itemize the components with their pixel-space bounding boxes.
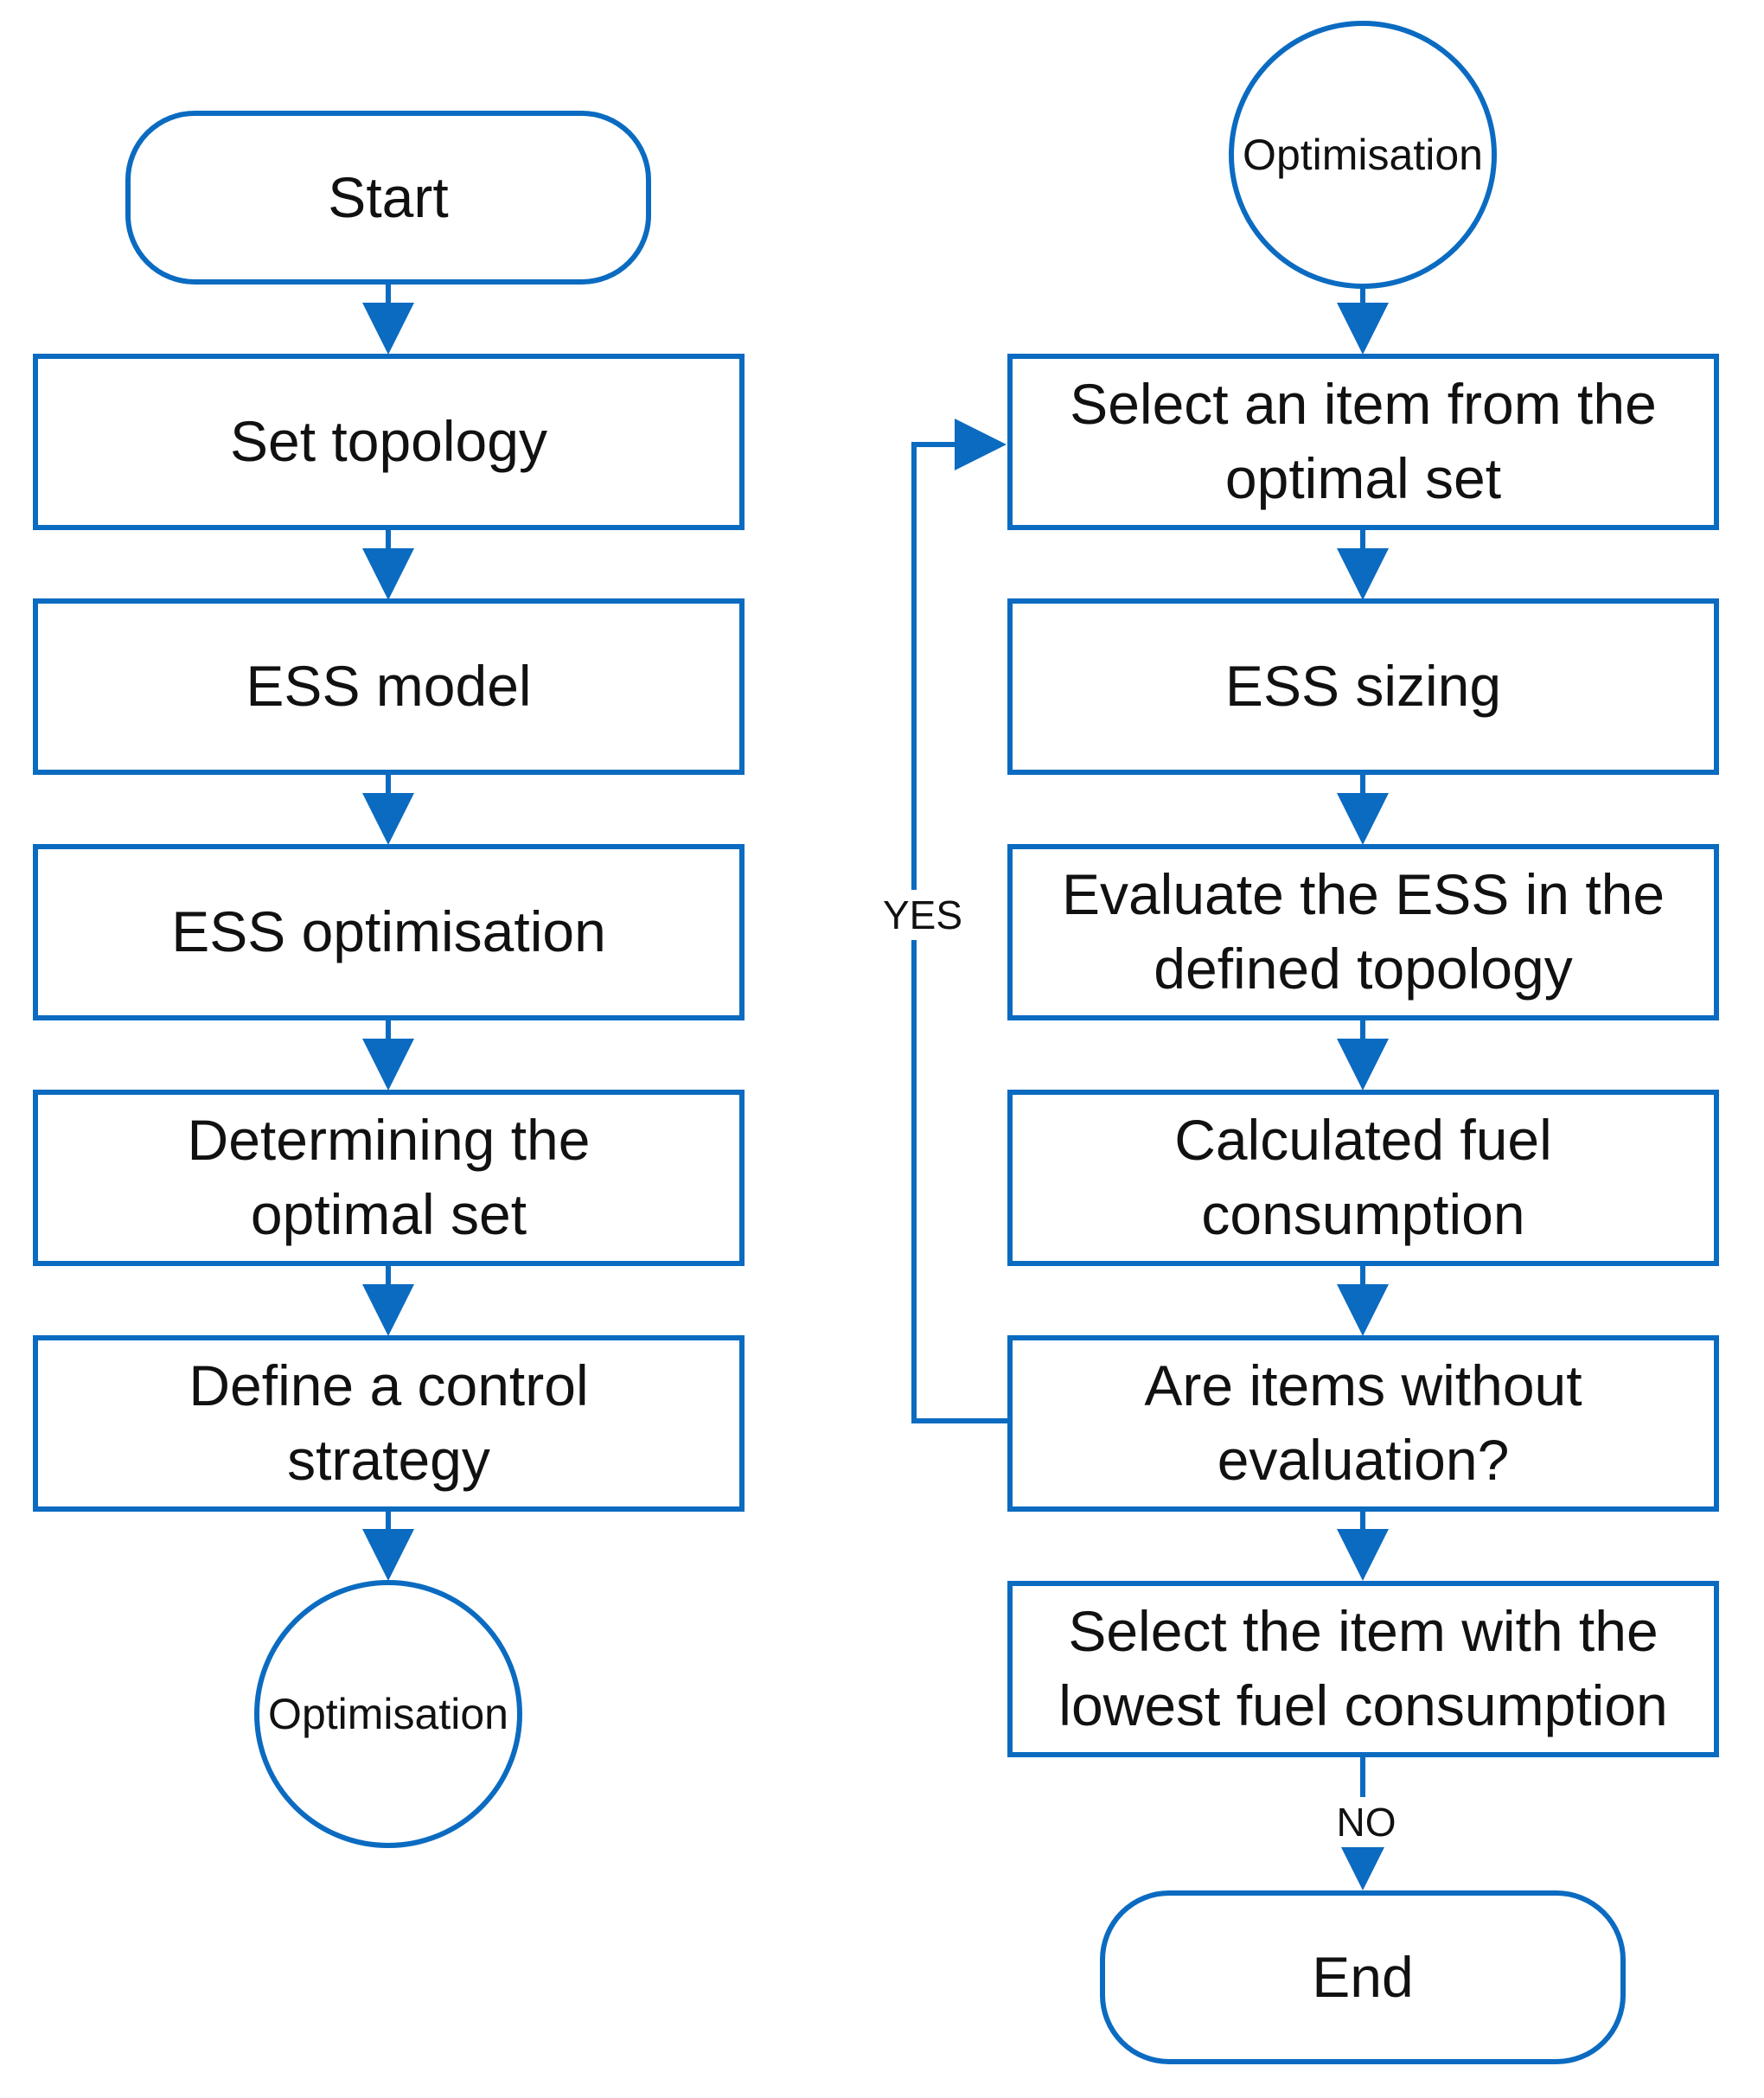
- optimisation-connector-out: Optimisation: [254, 1580, 522, 1848]
- evaluate-ess-box: Evaluate the ESS in the defined topology: [1007, 844, 1719, 1020]
- optimisation-connector-out-label: Optimisation: [268, 1689, 508, 1738]
- end-node-label: End: [1312, 1944, 1414, 2009]
- ess-optimisation-box: ESS optimisation: [33, 844, 745, 1020]
- define-control-strategy-label: Define a control strategy: [189, 1353, 589, 1492]
- select-lowest-label: Select the item with the lowest fuel con…: [1058, 1599, 1668, 1737]
- calculated-fuel-box: Calculated fuel consumption: [1007, 1090, 1719, 1266]
- calculated-fuel-label: Calculated fuel consumption: [1174, 1108, 1552, 1246]
- select-item-box: Select an item from the optimal set: [1007, 354, 1719, 530]
- end-node: End: [1100, 1890, 1626, 2064]
- items-without-evaluation-label: Are items without evaluation?: [1144, 1353, 1582, 1492]
- yes-label: YES: [879, 890, 962, 940]
- no-label: NO: [1328, 1797, 1404, 1847]
- evaluate-ess-label: Evaluate the ESS in the defined topology: [1061, 862, 1665, 1001]
- select-item-label: Select an item from the optimal set: [1070, 372, 1657, 510]
- items-without-evaluation-box: Are items without evaluation?: [1007, 1335, 1719, 1512]
- ess-sizing-label: ESS sizing: [1224, 654, 1502, 719]
- define-control-strategy-box: Define a control strategy: [33, 1335, 745, 1512]
- ess-model-label: ESS model: [246, 654, 532, 719]
- set-topology-box: Set topology: [33, 354, 745, 530]
- ess-sizing-box: ESS sizing: [1007, 598, 1719, 775]
- set-topology-label: Set topology: [230, 409, 547, 474]
- determining-optimal-set-box: Determining the optimal set: [33, 1090, 745, 1266]
- start-node: Start: [125, 111, 651, 285]
- determining-optimal-set-label: Determining the optimal set: [187, 1108, 591, 1246]
- optimisation-connector-in: Optimisation: [1229, 21, 1497, 289]
- select-lowest-box: Select the item with the lowest fuel con…: [1007, 1581, 1719, 1757]
- optimisation-connector-in-label: Optimisation: [1243, 130, 1483, 179]
- ess-optimisation-label: ESS optimisation: [171, 899, 606, 964]
- ess-model-box: ESS model: [33, 598, 745, 775]
- start-node-label: Start: [328, 164, 449, 229]
